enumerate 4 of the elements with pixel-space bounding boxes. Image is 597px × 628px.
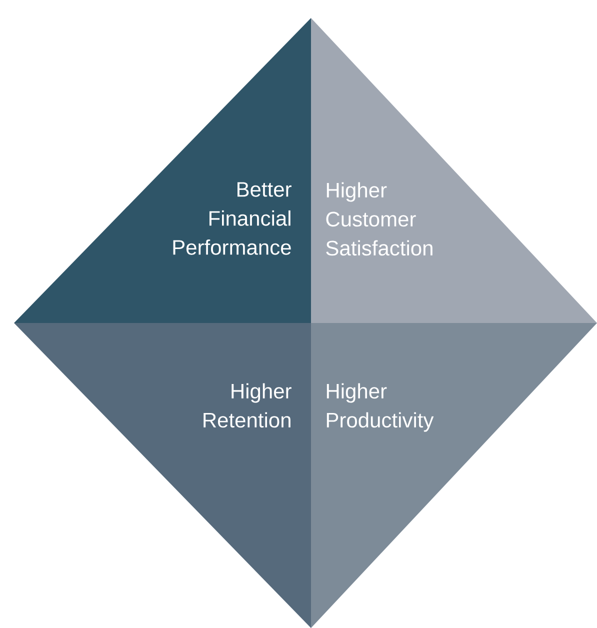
quadrant-triangle: Higher Customer Satisfaction [311, 18, 597, 323]
quadrant-triangle: Higher Productivity [311, 323, 597, 628]
quadrant-triangle: Better Financial Performance [14, 18, 311, 323]
quadrant-triangle: Higher Retention [14, 323, 311, 628]
